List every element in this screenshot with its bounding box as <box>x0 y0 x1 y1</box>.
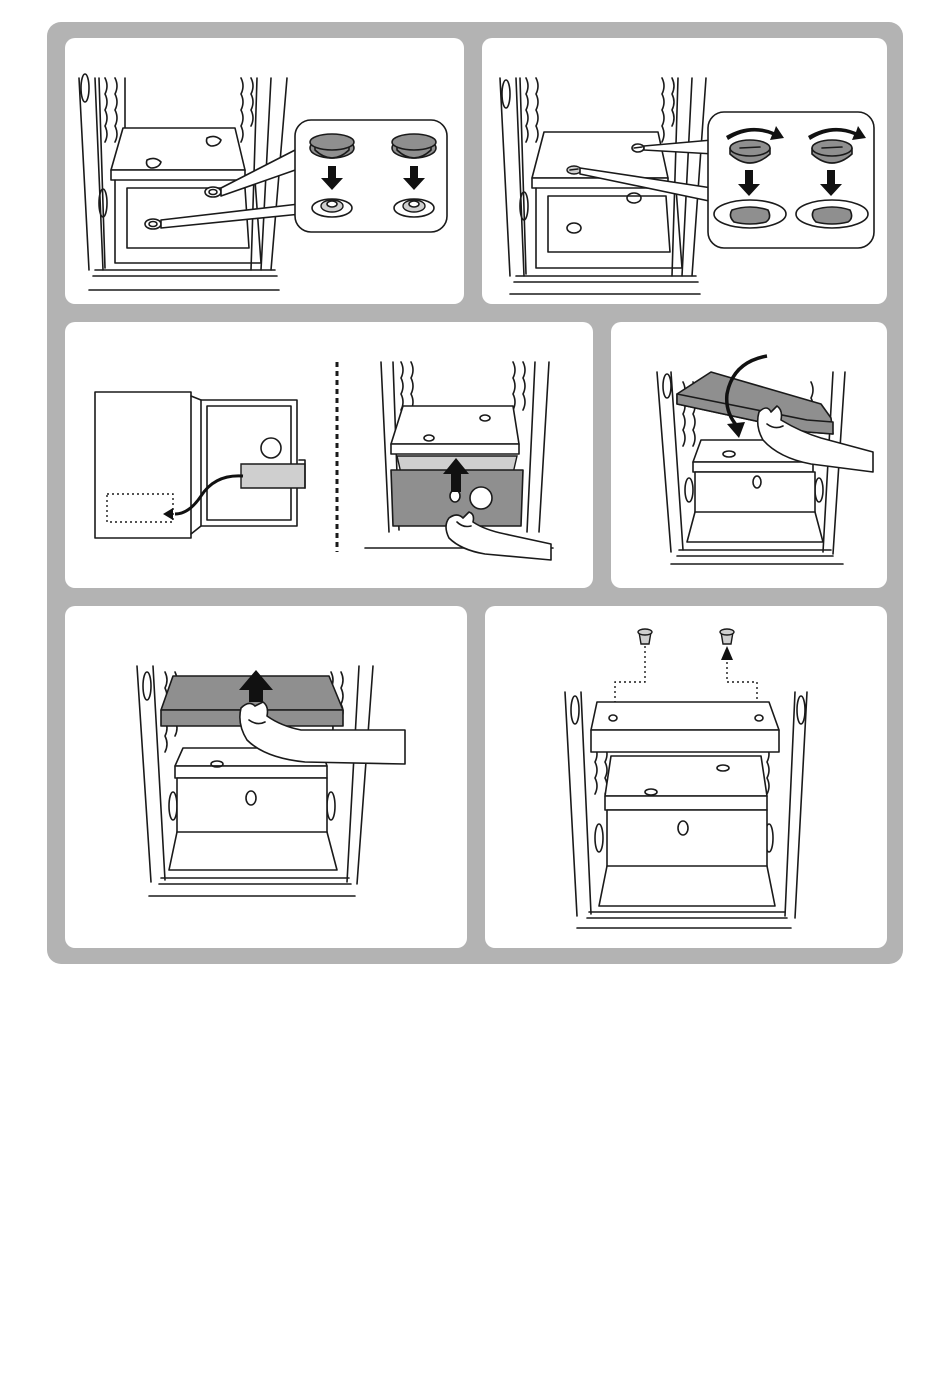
step-4-illustration <box>611 322 887 588</box>
step-2-panel <box>482 38 887 304</box>
step-1-illustration <box>65 38 464 304</box>
step-4-panel <box>611 322 887 588</box>
safe-cabinet <box>565 692 807 928</box>
step-5-panel <box>65 606 467 948</box>
step-6-panel <box>485 606 887 948</box>
step-5-illustration <box>65 606 467 948</box>
up-arrow-icon <box>721 646 733 660</box>
safe-front-view <box>95 392 305 538</box>
cap-icon <box>310 134 354 158</box>
step-1-panel <box>65 38 464 304</box>
cap-icon <box>392 134 436 158</box>
step-3-illustration <box>65 322 593 588</box>
cap-icon <box>638 629 734 644</box>
shelf-tilted <box>677 372 833 434</box>
step-3-panel <box>65 322 593 588</box>
step-2-illustration <box>482 38 887 304</box>
step-6-illustration <box>485 606 887 948</box>
